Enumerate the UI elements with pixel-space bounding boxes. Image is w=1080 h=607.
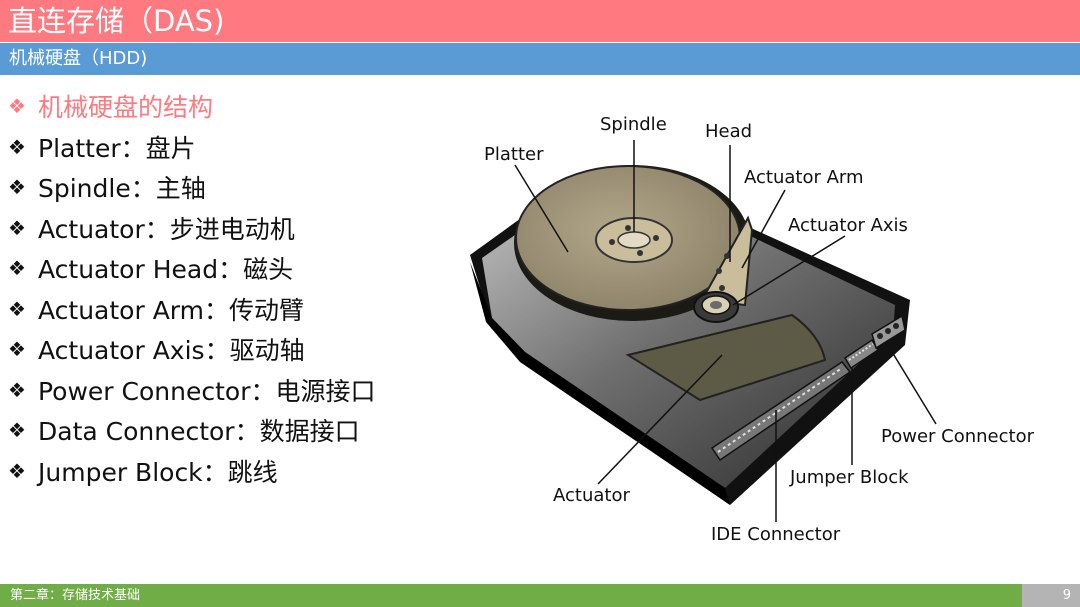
label-actuator-axis: Actuator Axis xyxy=(788,215,908,236)
label-spindle: Spindle xyxy=(600,114,667,135)
bullet-item: ❖ Actuator Axis：驱动轴 xyxy=(8,329,428,370)
actuator-axis xyxy=(693,291,739,323)
diamond-bullet-icon: ❖ xyxy=(8,134,26,159)
title-bar: 直连存储（DAS) xyxy=(0,0,1080,42)
page-number: 9 xyxy=(1062,588,1071,603)
leader-actuator-arm xyxy=(741,189,786,269)
bullet-item: ❖ Actuator：步进电动机 xyxy=(8,208,428,249)
bullet-item: ❖ Platter：盘片 xyxy=(8,127,428,168)
power-connector xyxy=(871,314,906,350)
diamond-bullet-icon: ❖ xyxy=(8,377,26,402)
bullet-text: Platter：盘片 xyxy=(38,133,196,163)
bullet-item: ❖ Actuator Arm：传动臂 xyxy=(8,289,428,330)
bullet-item: ❖ Jumper Block：跳线 xyxy=(8,451,428,492)
bullet-heading: ❖ 机械硬盘的结构 xyxy=(8,86,428,127)
bullet-item: ❖ Power Connector：电源接口 xyxy=(8,370,428,411)
leader-power-connector xyxy=(885,341,937,425)
diamond-bullet-icon: ❖ xyxy=(8,296,26,321)
label-head: Head xyxy=(705,121,752,142)
bullet-item: ❖ Spindle：主轴 xyxy=(8,167,428,208)
diamond-bullet-icon: ❖ xyxy=(8,94,26,119)
bullet-text: Actuator：步进电动机 xyxy=(38,214,295,244)
label-platter: Platter xyxy=(484,144,544,165)
bullet-text: Actuator Arm：传动臂 xyxy=(38,295,304,325)
diamond-bullet-icon: ❖ xyxy=(8,337,26,362)
label-actuator: Actuator xyxy=(553,485,630,506)
actuator-magnet xyxy=(625,313,827,402)
bullet-text: Power Connector：电源接口 xyxy=(38,376,376,406)
diamond-bullet-icon: ❖ xyxy=(8,215,26,240)
bullet-item: ❖ Data Connector：数据接口 xyxy=(8,410,428,451)
bullet-text: Actuator Head：磁头 xyxy=(38,255,294,285)
bullet-text: Actuator Axis：驱动轴 xyxy=(38,336,305,366)
diamond-bullet-icon: ❖ xyxy=(8,175,26,200)
slide-subtitle: 机械硬盘（HDD) xyxy=(9,48,148,69)
diamond-bullet-icon: ❖ xyxy=(8,256,26,281)
page-number-box: 9 xyxy=(1022,584,1080,607)
label-actuator-arm: Actuator Arm xyxy=(744,167,864,188)
hdd-diagram: Spindle Head Platter Actuator Arm Actuat… xyxy=(470,114,1035,545)
bullet-text: 机械硬盘的结构 xyxy=(38,93,214,123)
diamond-bullet-icon: ❖ xyxy=(8,418,26,443)
leader-actuator-axis xyxy=(732,235,846,306)
leader-platter xyxy=(514,164,569,253)
label-power-connector: Power Connector xyxy=(881,426,1035,447)
subtitle-bar: 机械硬盘（HDD) xyxy=(0,43,1080,75)
leader-actuator xyxy=(597,354,723,485)
label-jumper-block: Jumper Block xyxy=(789,467,909,488)
bullet-item: ❖ Actuator Head：磁头 xyxy=(8,248,428,289)
footer-bar: 第二章：存储技术基础 xyxy=(0,584,1022,607)
bullet-text: Spindle：主轴 xyxy=(38,174,206,204)
bullet-list: ❖ 机械硬盘的结构 ❖ Platter：盘片 ❖ Spindle：主轴 ❖ Actuat… xyxy=(8,86,428,491)
leader-lines xyxy=(514,140,937,522)
jumper-block xyxy=(843,338,880,370)
label-ide-connector: IDE Connector xyxy=(711,524,841,545)
chapter-label: 第二章：存储技术基础 xyxy=(10,588,141,603)
bullet-text: Data Connector：数据接口 xyxy=(38,417,360,447)
ide-connector xyxy=(710,360,852,462)
bullet-text: Jumper Block：跳线 xyxy=(38,457,278,487)
slide-title: 直连存储（DAS) xyxy=(8,4,225,38)
diamond-bullet-icon: ❖ xyxy=(8,458,26,483)
